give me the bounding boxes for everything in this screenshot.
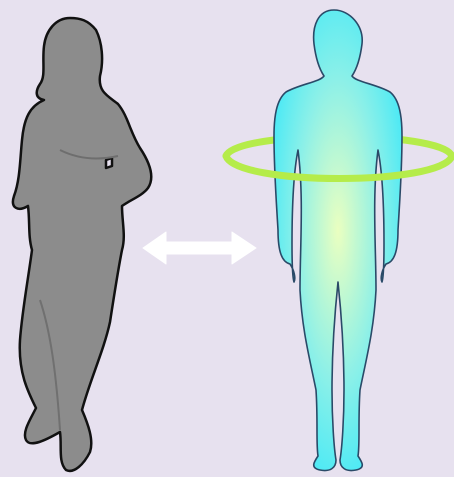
- illustration: [0, 0, 454, 477]
- scene-svg: [0, 0, 454, 477]
